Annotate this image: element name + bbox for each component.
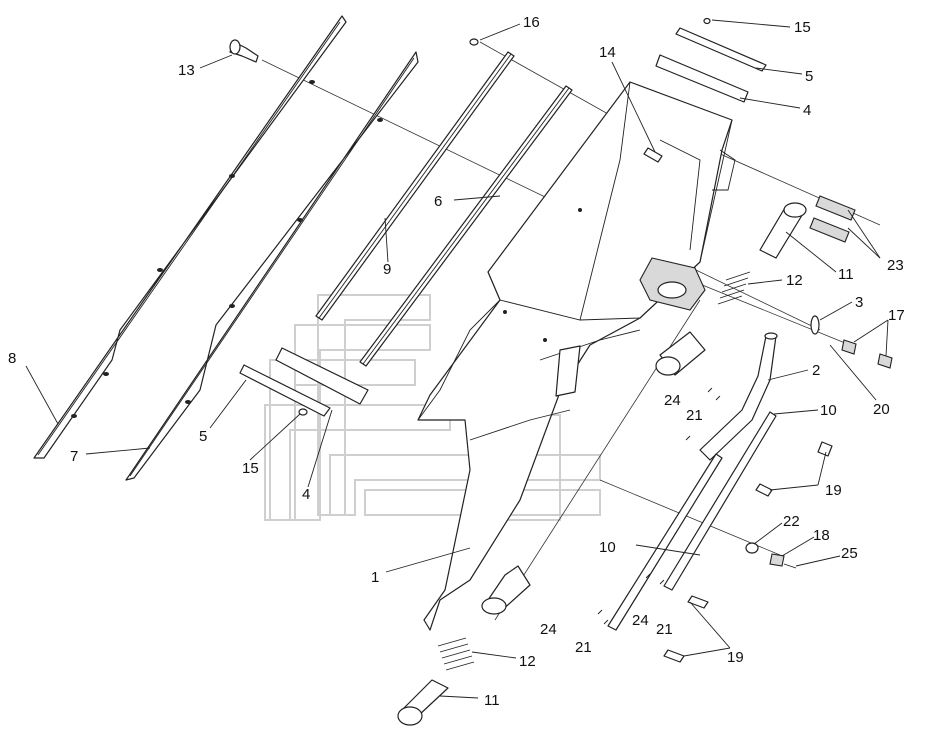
part-5-plate-upper: [675, 27, 767, 72]
callout-4-lower: 4: [302, 486, 310, 503]
part-22-washer: [745, 542, 759, 554]
callout-21-a: 21: [686, 407, 703, 424]
part-12-spring-upper: [717, 271, 751, 305]
part-8-panel: [33, 15, 347, 459]
part-1-upper-tube: [655, 331, 706, 376]
callout-5-lower: 5: [199, 428, 207, 445]
callout-14: 14: [599, 44, 616, 61]
callout-12-lower: 12: [519, 653, 536, 670]
callout-1: 1: [371, 569, 379, 586]
part-9-strip: [315, 51, 515, 321]
callout-23: 23: [887, 257, 904, 274]
part-23-studs: [809, 195, 856, 243]
callout-13: 13: [178, 62, 195, 79]
callout-10-upper: 10: [820, 402, 837, 419]
callout-11-lower: 11: [484, 692, 500, 709]
callout-15-lower: 15: [242, 460, 259, 477]
callout-4-upper: 4: [803, 102, 811, 119]
callout-22: 22: [783, 513, 800, 530]
callout-17: 17: [888, 307, 905, 324]
callout-24-b: 24: [632, 612, 649, 629]
callout-19-lower: 19: [727, 649, 744, 666]
callout-11-upper: 11: [838, 266, 854, 283]
part-3-washer: [810, 315, 820, 335]
part-25-cotter-pin: [783, 563, 797, 569]
callout-5-upper: 5: [805, 68, 813, 85]
part-5-plate-lower: [239, 364, 331, 417]
callout-6: 6: [434, 193, 442, 210]
part-13-bolt: [229, 39, 259, 63]
callout-12-upper: 12: [786, 272, 803, 289]
callout-8: 8: [8, 350, 16, 367]
leader-lines: [25, 19, 889, 699]
part-7-panel: [125, 51, 419, 481]
callout-25: 25: [841, 545, 858, 562]
callout-21-b: 21: [656, 621, 673, 638]
part-18-nut: [769, 553, 785, 567]
part-12-spring-lower: [437, 637, 475, 671]
callout-24-a: 24: [664, 392, 681, 409]
part-11-pin-lower: [397, 679, 449, 726]
part-21-24-small-pins: [597, 387, 721, 625]
part-19-pins: [663, 441, 833, 663]
callout-24-c: 24: [540, 621, 557, 638]
callout-21-c: 21: [575, 639, 592, 656]
part-6-strip: [359, 85, 573, 367]
part-4-plate-lower: [275, 347, 369, 405]
part-1-lower-tube: [481, 565, 531, 615]
part-1-frame: [417, 81, 736, 631]
part-10-link-upper: [663, 411, 777, 591]
part-17-nuts: [841, 339, 893, 369]
part-14-bolt: [643, 147, 663, 163]
callout-15-upper: 15: [794, 19, 811, 36]
part-11-pin-upper: [759, 202, 807, 259]
part-4-plate-upper: [655, 54, 749, 103]
callout-labels: 1 2 3 4 4 5 5 6 7 8 9 10 10 11 11 12 12 …: [8, 14, 905, 709]
part-10-link-lower: [607, 453, 723, 631]
part-15-nut-upper: [703, 17, 711, 25]
callout-7: 7: [70, 448, 78, 465]
callout-3: 3: [855, 294, 863, 311]
callout-16: 16: [523, 14, 540, 31]
callout-20: 20: [873, 401, 890, 418]
callout-18: 18: [813, 527, 830, 544]
callout-19-upper: 19: [825, 482, 842, 499]
part-15-nut-lower: [298, 408, 308, 416]
part-16-nut: [469, 38, 479, 46]
callout-9: 9: [383, 261, 391, 278]
callout-2: 2: [812, 362, 820, 379]
callout-10-lower: 10: [599, 539, 616, 556]
part-2-lever: [699, 332, 778, 461]
